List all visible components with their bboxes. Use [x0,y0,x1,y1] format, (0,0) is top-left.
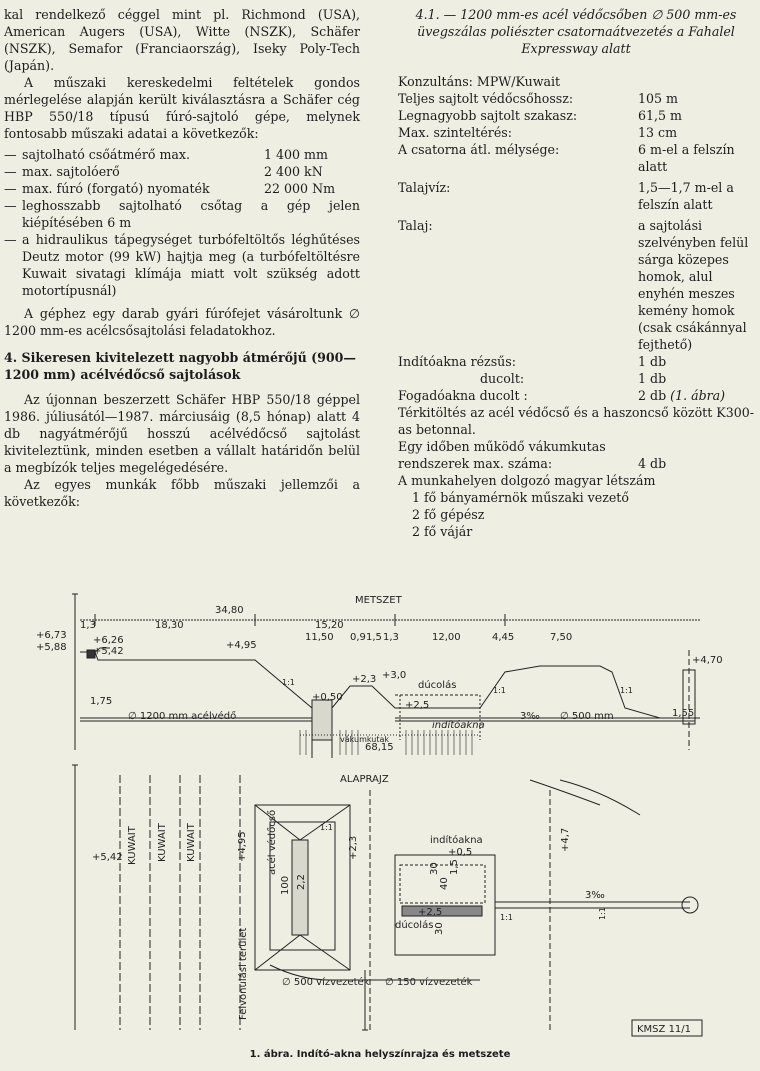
level-label: +0,5 [448,847,472,858]
spec-row: — max. sajtolóerő 2 400 kN [4,164,323,179]
slope-label: 3‰ [585,890,605,901]
slope-label: 1:1 [500,913,513,922]
slope-label: 1:1 [598,907,607,920]
road-label: KUWAIT [127,825,138,865]
spec-list: — sajtolható csőátmérő max. 1 400 mm — m… [4,146,360,299]
figure-caption: 1. ábra. Indító-akna helyszínrajza és me… [249,1049,511,1060]
plan-title: ALAPRAJZ [340,774,389,785]
slope-label: 1:1 [493,686,506,695]
fill-text: Térkitöltés az acél védőcső és a haszonc… [398,405,754,437]
annotation: indítóakna [432,719,485,731]
dim-label: 11,50 [305,632,334,643]
level-label: +2,5 [405,700,429,711]
road-label: KUWAIT [186,822,197,862]
level-label: +3,0 [382,670,406,681]
dim-label: 7,50 [550,632,572,643]
annotation: dúcolás [418,679,456,691]
area-label: Felvonulási terület [237,928,249,1020]
dim-label: 100 [280,876,291,895]
spec-row: — leghosszabb sajtolható csőtag a gép je… [4,198,360,230]
pipe-label: ∅ 150 vízvezeték [385,976,473,988]
pipe-label: ∅ 500 mm [560,711,614,722]
level-label: +2,3 [348,836,359,860]
data-row: A csatorna átl. mélysége: 6 m-el a felsz… [398,142,735,174]
technical-drawing: METSZET 1,3 18,30 34,80 15,20 11,50 0,9 … [36,593,723,1037]
level-label: +4,95 [226,640,257,651]
level-label: +4,70 [692,655,723,666]
slope-label: 1:1 [320,823,333,832]
dim-label: 4,45 [492,632,514,643]
dim-label: 1,5 [449,859,460,875]
paragraph-intro: kal rendelkező céggel mint pl. Richmond … [4,7,360,73]
level-label: +4,95 [237,831,248,862]
spec-row: — sajtolható csőátmérő max. 1 400 mm [4,147,328,162]
right-column: 4.1. — 1200 mm-es acél védőcsőben ∅ 500 … [398,6,754,540]
data-row: ducolt: 1 db [480,371,667,386]
dim-label: 12,00 [432,632,461,643]
dim-label: 30 [434,922,445,935]
level-label: +5,42 [92,852,123,863]
data-row: Talaj: a sajtolási szelvényben felül sár… [398,218,749,352]
level-label: +5,88 [36,642,67,653]
data-row: Teljes sajtolt védőcsőhossz: 105 m [398,91,678,106]
dim-label: 0,9 [350,632,366,643]
dim-label: 2,2 [296,874,307,890]
level-label: 1,75 [90,696,112,707]
dim-label: 18,30 [155,620,184,631]
dim-label: 40 [439,877,450,890]
section-title: METSZET [355,595,403,606]
staff-item: 2 fő gépész [412,507,485,522]
paragraph-each-job: Az egyes munkák főbb műszaki jellemzői a… [4,477,360,509]
staff-item: 2 fő vájár [412,524,473,539]
staff-item: 1 fő bányamérnök műszaki vezető [412,490,629,505]
dim-label: 1,3 [383,632,399,643]
data-row: rendszerek max. száma: 4 db [398,456,667,471]
level-label: +0,50 [312,692,343,703]
data-row: Legnagyobb sajtolt szakasz: 61,5 m [398,108,682,123]
slope-label: 1:1 [282,678,295,687]
spec-row: — max. fúró (forgató) nyomaték 22 000 Nm [4,181,336,196]
section-heading: 4. Sikeresen kivitelezett nagyobb átmérő… [4,350,356,382]
pipe-label: ∅ 500 vízvezeték [282,976,370,988]
data-row: Talajvíz: 1,5—1,7 m-el a felszín alatt [398,180,734,212]
dim-label: 1,3 [80,620,96,631]
vacuum-text: Egy időben működő vákumkutas [398,439,606,454]
level-label: +5,42 [93,646,124,657]
consultant: Konzultáns: MPW/Kuwait [398,74,561,89]
paragraph-selection: A műszaki kereskedelmi feltételek gondos… [4,75,360,141]
slope-label: 1:1 [620,686,633,695]
annotation: indítóakna [430,834,483,846]
subsection-title: 4.1. — 1200 mm-es acél védőcsőben ∅ 500 … [415,7,737,56]
paragraph-drill-head: A géphez egy darab gyári fúrófejet vásár… [4,306,360,338]
level-label: +6,73 [36,630,67,641]
paragraph-new-machine: Az újonnan beszerzett Schäfer HBP 550/18… [4,392,360,475]
dim-label: 68,15 [365,742,394,753]
level-label: 1,55 [672,708,694,719]
data-row: Indítóakna rézsűs: 1 db [398,354,667,369]
staff-title: A munkahelyen dolgozó magyar létszám [398,473,656,488]
level-label: +6,26 [93,635,124,646]
dim-label: 15,20 [315,620,344,631]
dim-label: 30 [429,862,440,875]
road-label: KUWAIT [157,822,168,862]
data-row: Max. szinteltérés: 13 cm [398,125,678,140]
stamp: KMSZ 11/1 [637,1024,691,1035]
slope-label: 3‰ [520,711,540,722]
pipe-label: ∅ 1200 mm acélvédő [128,710,236,722]
level-label: +2,5 [418,907,442,918]
annotation: dúcolás [395,919,433,931]
data-row: Fogadóakna ducolt : 2 db (1. ábra) [398,388,726,403]
pipe-label: acél védőcső [266,810,278,875]
left-column: kal rendelkező céggel mint pl. Richmond … [4,6,360,510]
dim-label: 34,80 [215,605,244,616]
level-label: +4,7 [560,828,571,852]
dim-label: 1,5 [366,632,382,643]
annotation: vákumkutak [340,735,389,744]
spec-row: — a hidraulikus tápegységet turbófeltölt… [4,232,360,298]
level-label: +2,3 [352,674,376,685]
